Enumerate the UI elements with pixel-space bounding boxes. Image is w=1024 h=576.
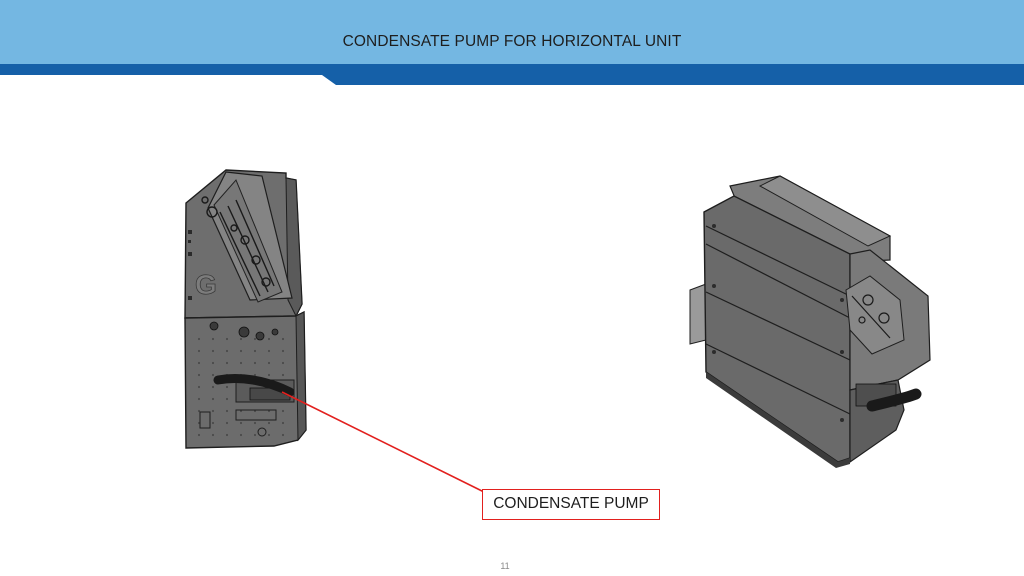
unit-front-view: G (184, 169, 307, 449)
slide-title: CONDENSATE PUMP FOR HORIZONTAL UNIT (342, 33, 682, 50)
condensate-pump-callout: CONDENSATE PUMP (482, 489, 660, 520)
page-number: 11 (500, 561, 510, 571)
panel-letter: G (195, 269, 217, 300)
callout-leader-line (281, 391, 485, 493)
header-bar (0, 0, 1024, 64)
header-accent-band (0, 64, 1024, 85)
unit-isometric-view (689, 175, 931, 468)
